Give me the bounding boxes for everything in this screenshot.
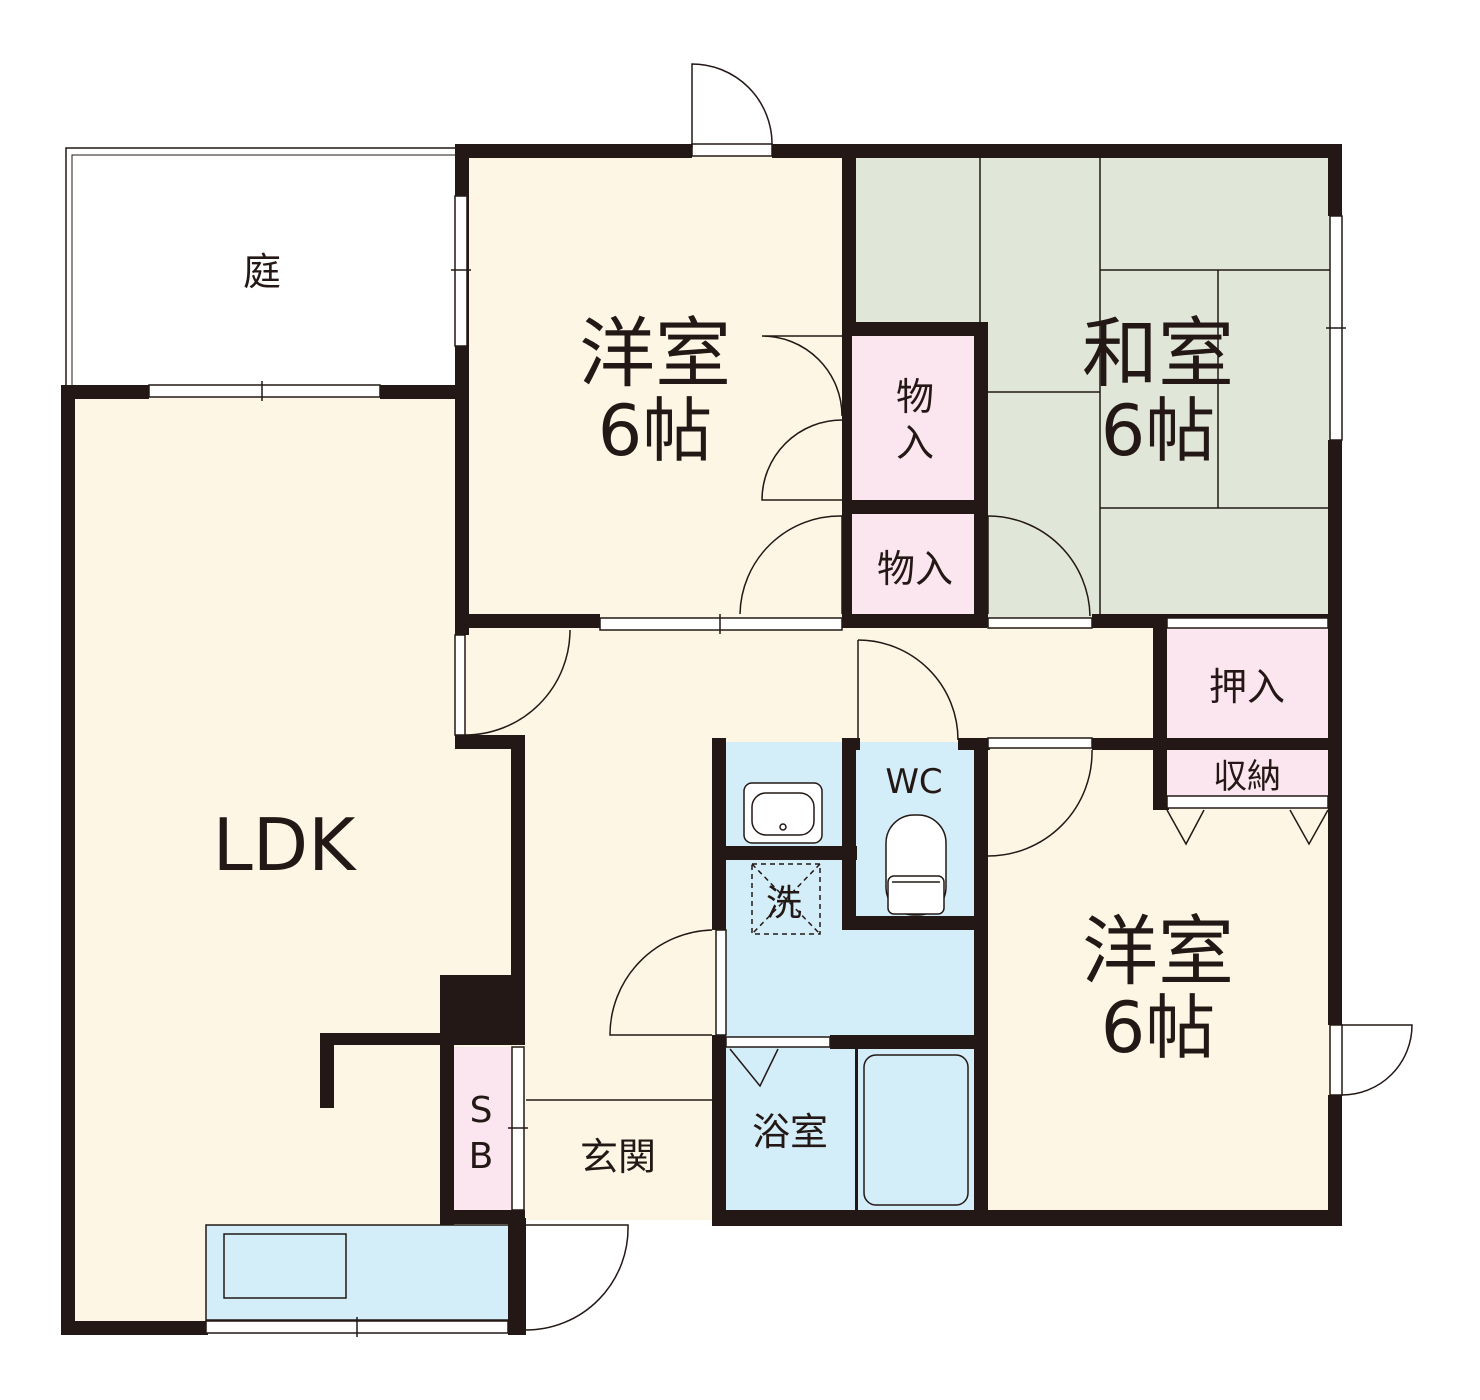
ldk-floor xyxy=(68,392,518,1225)
room-labels: 庭 洋室 6帖 和室 6帖 物 入 物入 押入 収納 LDK WC 洗 浴室 洋… xyxy=(213,250,1285,1179)
door-swings xyxy=(464,63,1413,1331)
western-right-floor xyxy=(982,742,1334,1222)
garden-label: 庭 xyxy=(243,250,281,294)
shoe-box-floor xyxy=(450,1047,512,1210)
hallway-floor xyxy=(455,628,1160,1220)
bathtub-icon xyxy=(863,1054,969,1206)
japanese-name: 和室 xyxy=(1082,309,1234,398)
western-right-name: 洋室 xyxy=(1082,907,1234,996)
western-right-size: 6帖 xyxy=(1101,987,1216,1069)
oshiire-floor xyxy=(1162,628,1332,742)
entrance-label: 玄関 xyxy=(580,1135,656,1179)
closet-upper-label-1: 物 xyxy=(896,375,934,419)
kitchen-sink-icon xyxy=(205,1224,519,1321)
garden xyxy=(65,147,458,385)
storage-floor xyxy=(1162,748,1332,798)
japanese-size: 6帖 xyxy=(1101,390,1216,472)
oshiire-label: 押入 xyxy=(1209,665,1285,709)
windows xyxy=(148,143,1346,1337)
western-top-floor xyxy=(462,155,847,621)
closet-lower-label: 物入 xyxy=(877,547,953,591)
closet-lower-floor xyxy=(852,512,974,620)
shoe-box-label-1: S xyxy=(470,1090,493,1131)
washbasin-icon xyxy=(743,782,823,844)
toilet-icon xyxy=(885,814,947,916)
ldk-kitchen-floor xyxy=(68,1225,208,1328)
closet-upper-label-2: 入 xyxy=(896,421,934,465)
closet-upper-floor xyxy=(852,332,974,504)
western-top-size: 6帖 xyxy=(598,390,713,472)
western-top-name: 洋室 xyxy=(579,309,731,398)
storage-label: 収納 xyxy=(1213,757,1281,797)
washing-machine-icon xyxy=(751,863,821,935)
fixtures xyxy=(205,782,969,1321)
washer-label: 洗 xyxy=(766,883,802,924)
shoe-box-label-2: B xyxy=(469,1136,494,1177)
walls xyxy=(61,144,1342,1335)
ldk-label: LDK xyxy=(213,803,358,887)
bath-floor xyxy=(722,1043,974,1213)
bath-label: 浴室 xyxy=(752,1110,828,1154)
wc-label: WC xyxy=(885,762,942,802)
